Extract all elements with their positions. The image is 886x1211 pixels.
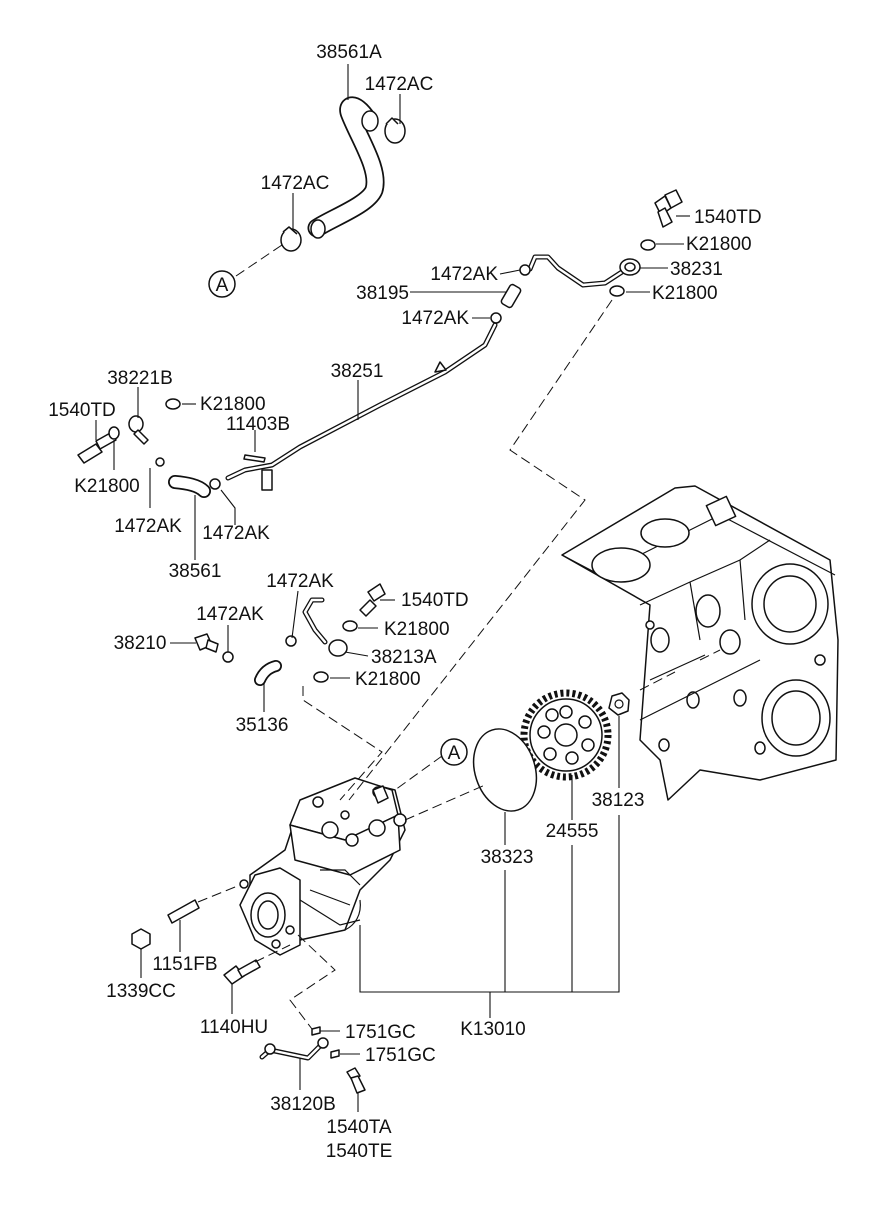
label-38195: 38195	[356, 283, 409, 304]
label-1540TD-c: 1540TD	[401, 590, 469, 611]
callout-a-mid: A	[440, 738, 468, 766]
nut-1339CC	[131, 928, 151, 950]
label-1472AC-a: 1472AC	[365, 74, 434, 95]
clamp-1472AK-3	[155, 457, 165, 467]
leader-lines	[95, 64, 690, 1112]
label-1472AC-b: 1472AC	[261, 173, 330, 194]
hose-35136	[254, 660, 282, 686]
callout-a-top: A	[208, 270, 236, 298]
label-11403B: 11403B	[226, 414, 290, 435]
label-1540TD-b: 1540TD	[48, 400, 116, 421]
label-1140HU: 1140HU	[200, 1017, 268, 1038]
stud-1151FB	[167, 899, 200, 924]
nut-38123	[608, 692, 630, 716]
label-K21800-e: K21800	[384, 619, 450, 640]
clamp-1472AK-1	[519, 264, 531, 276]
oring-1751GC-a	[311, 1026, 321, 1036]
air-compressor	[239, 777, 407, 956]
label-1540TD-a: 1540TD	[694, 207, 762, 228]
label-1540TA: 1540TA	[326, 1117, 391, 1138]
washer-K21800-a	[640, 239, 656, 251]
hose-38561A	[307, 96, 385, 239]
washer-K21800-b	[609, 285, 625, 297]
label-24555: 24555	[546, 821, 599, 842]
label-1472AK-b: 1472AK	[401, 308, 469, 329]
washer-K21800-f	[313, 671, 329, 683]
label-38561: 38561	[169, 561, 222, 582]
washer-K21800-e	[342, 620, 358, 632]
label-K13010: K13010	[460, 1019, 526, 1040]
bolt-1540TD-mid	[359, 583, 386, 617]
label-1151FB: 1151FB	[152, 954, 217, 975]
banjo-38221B	[128, 415, 149, 445]
oring-1751GC-b	[330, 1049, 340, 1059]
label-K21800-d: K21800	[74, 476, 140, 497]
label-38231: 38231	[670, 259, 723, 280]
clamp-1472AK-6	[285, 635, 297, 647]
pipe-upper	[527, 254, 628, 288]
sleeve-38195	[500, 283, 522, 309]
label-38213A: 38213A	[371, 647, 437, 668]
bolt-11403B	[243, 454, 266, 463]
label-K21800-f: K21800	[355, 669, 421, 690]
clamp-1472AK-4	[209, 478, 221, 490]
label-K21800-b: K21800	[652, 283, 718, 304]
clamp-1472AC-top	[384, 117, 406, 144]
bolt-1540TA	[346, 1067, 366, 1094]
hose-38561	[168, 475, 211, 498]
gear-24555	[520, 689, 612, 781]
washer-K21800-c	[108, 426, 120, 440]
label-1751GC-b: 1751GC	[365, 1045, 436, 1066]
label-K21800-c: K21800	[200, 394, 266, 415]
label-1472AK-f: 1472AK	[196, 604, 264, 625]
label-38561A: 38561A	[316, 42, 382, 63]
label-K21800-a: K21800	[686, 234, 752, 255]
label-1472AK-e: 1472AK	[266, 571, 334, 592]
clamp-1472AK-5	[222, 651, 234, 663]
label-1472AK-c: 1472AK	[114, 516, 182, 537]
label-38210: 38210	[114, 633, 167, 654]
banjo-38231	[619, 258, 641, 276]
label-1472AK-a: 1472AK	[430, 264, 498, 285]
label-38120B: 38120B	[270, 1094, 336, 1115]
gasket-38323	[472, 728, 538, 812]
svg-text:A: A	[216, 275, 229, 296]
label-35136: 35136	[236, 715, 289, 736]
fitting-38210	[194, 633, 219, 653]
pipe-38251	[225, 322, 498, 491]
part-labels: 38561A 1472AC 1472AC 1540TD K21800 1472A…	[48, 42, 761, 1162]
label-1472AK-d: 1472AK	[202, 523, 270, 544]
label-1751GC-a: 1751GC	[345, 1022, 416, 1043]
bolt-1540TD-top	[654, 189, 683, 228]
label-38221B: 38221B	[107, 368, 173, 389]
bolt-1140HU	[223, 959, 261, 985]
label-38323: 38323	[481, 847, 534, 868]
label-38251: 38251	[331, 361, 384, 382]
label-1339CC: 1339CC	[106, 981, 176, 1002]
pipe-38120B	[259, 1037, 329, 1061]
svg-text:A: A	[448, 743, 461, 764]
assembly-lines	[197, 244, 721, 1030]
clamp-1472AK-2	[490, 312, 502, 324]
label-38123: 38123	[592, 790, 645, 811]
clamp-1472AC-bottom	[280, 226, 302, 252]
pipe-38213A	[302, 597, 348, 657]
engine-block	[561, 485, 839, 801]
washer-K21800-d	[165, 398, 181, 410]
label-1540TE: 1540TE	[326, 1141, 393, 1162]
